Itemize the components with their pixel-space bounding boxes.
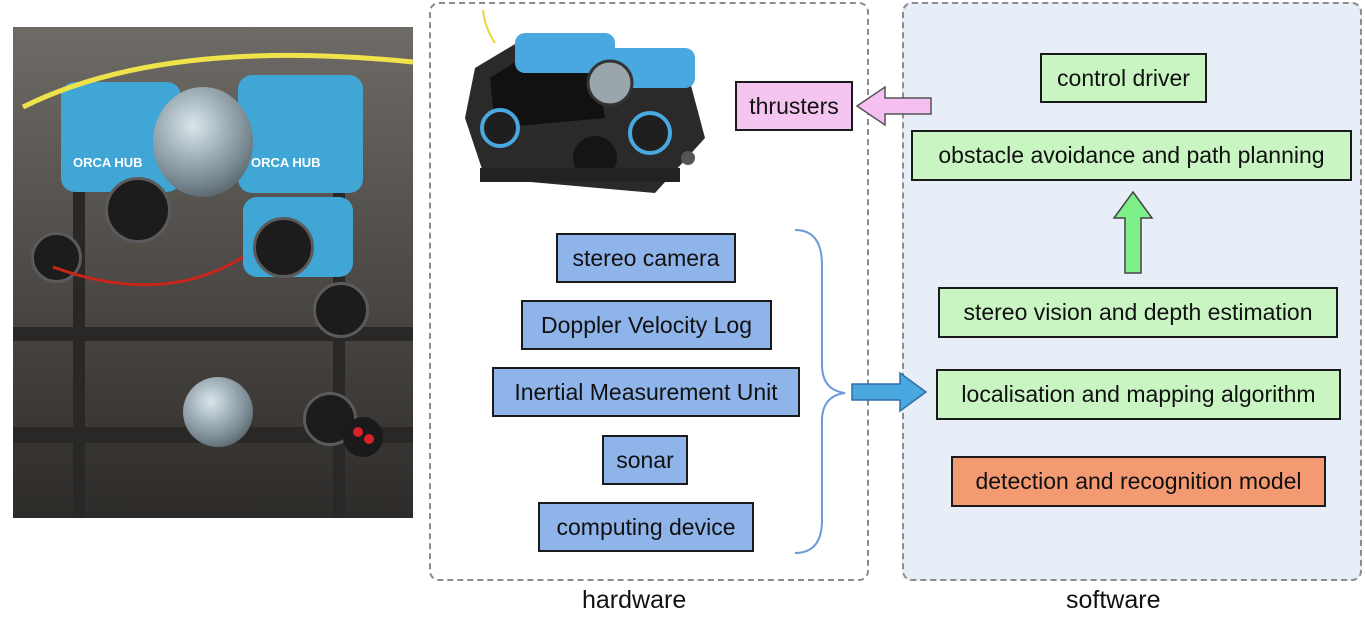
blue-arrow [851,371,928,413]
rov-illustration [465,9,705,193]
photo-logo-right: ORCA HUB [251,155,321,170]
stereo-camera-box: stereo camera [556,233,736,283]
path-planning-box: obstacle avoidance and path planning [911,130,1352,181]
hardware-caption: hardware [582,586,687,614]
imu-box: Inertial Measurement Unit [492,367,800,417]
green-arrow [1112,190,1154,274]
dvl-box: Doppler Velocity Log [521,300,772,350]
localisation-box: localisation and mapping algorithm [936,369,1341,420]
thrusters-box: thrusters [735,81,853,131]
software-caption: software [1066,586,1161,614]
rov-photo: ORCA HUB ORCA HUB [13,27,413,518]
detection-box: detection and recognition model [951,456,1326,507]
control-driver-box: control driver [1040,53,1207,103]
photo-cables [21,52,413,457]
pink-arrow [855,85,932,127]
curly-brace [794,229,846,554]
stereo-vision-box: stereo vision and depth estimation [938,287,1338,338]
computing-device-box: computing device [538,502,754,552]
photo-logo-left: ORCA HUB [73,155,143,170]
sonar-box: sonar [602,435,688,485]
